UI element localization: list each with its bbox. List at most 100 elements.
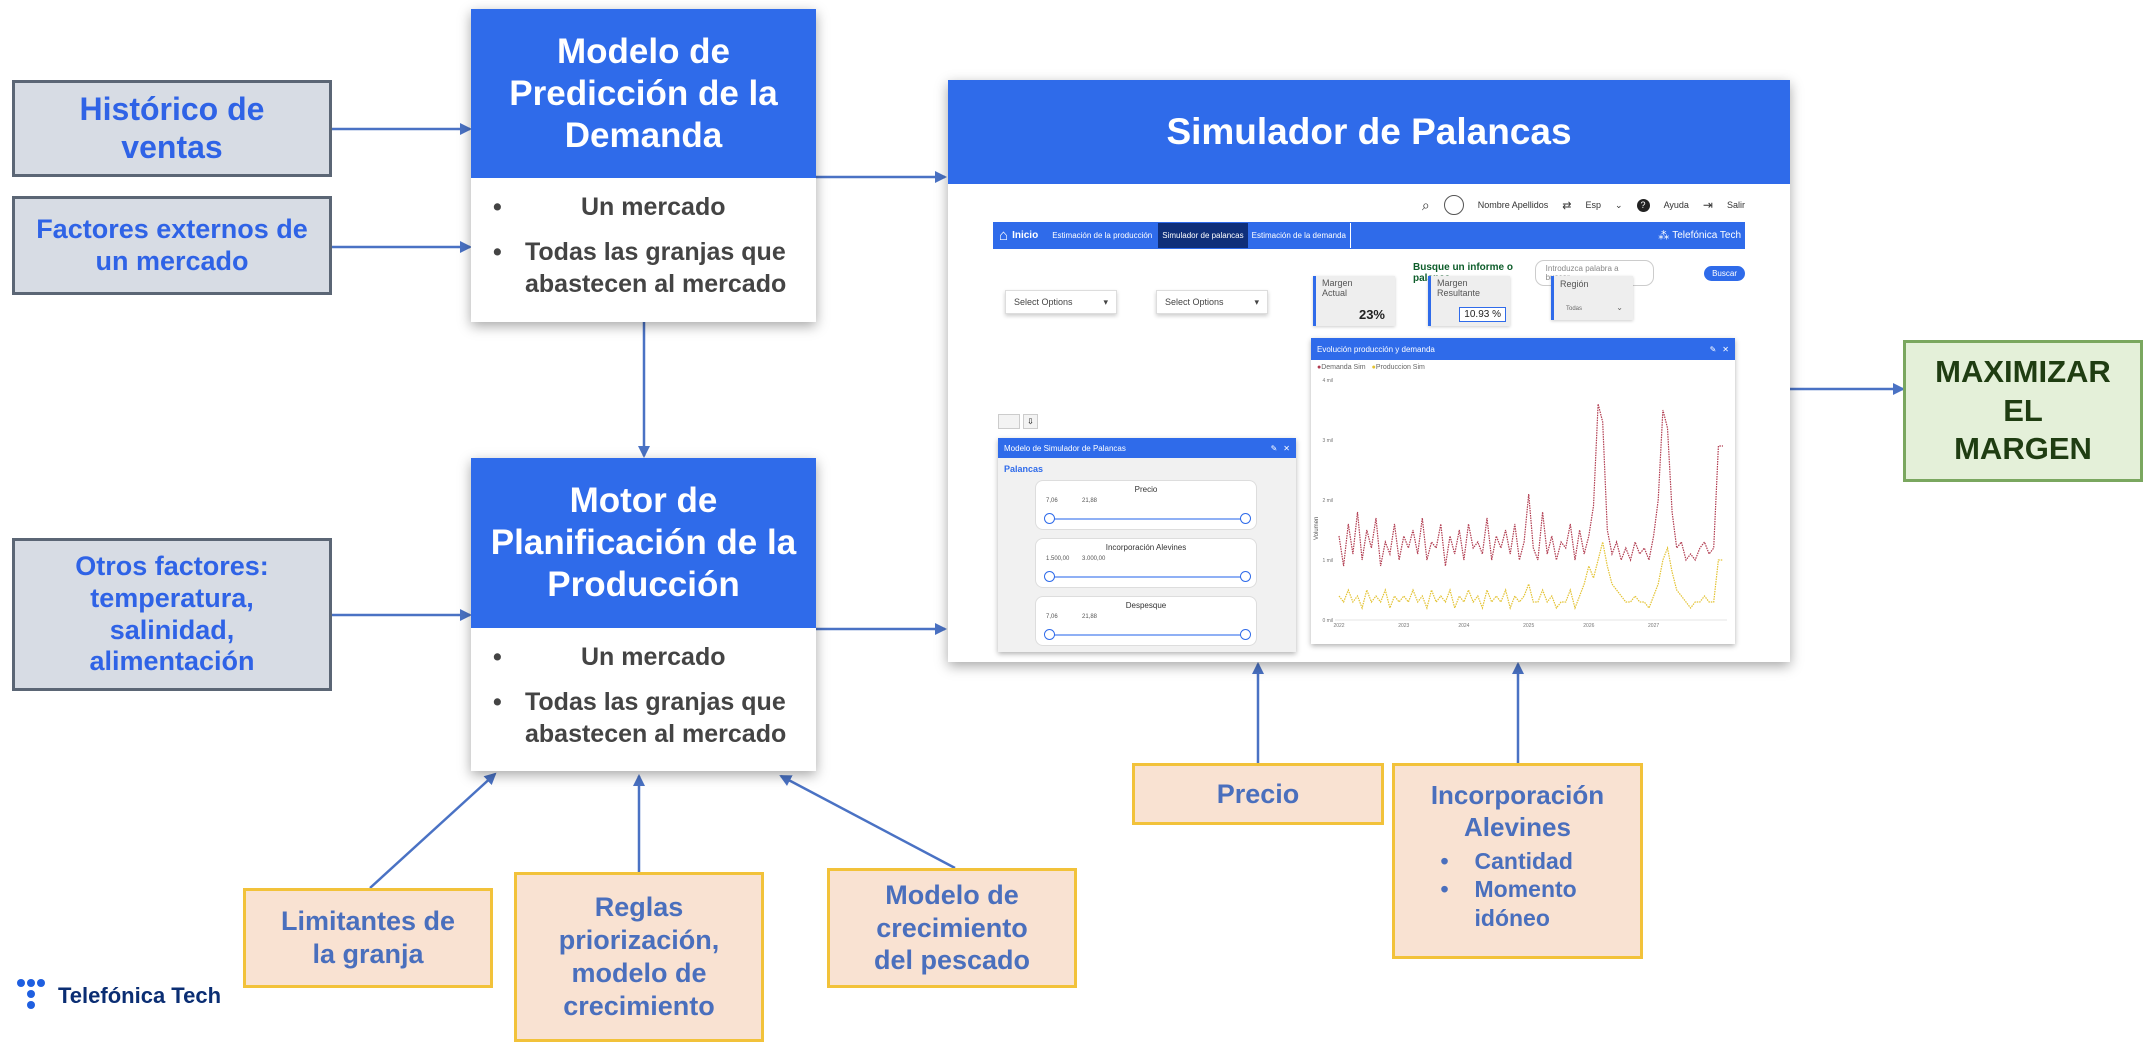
caret-down-icon[interactable]: ▾ [1254, 296, 1259, 307]
input-reglas-priorizacion: Reglas priorización, modelo de crecimien… [514, 872, 764, 1042]
slider-min: 1.500,00 [1046, 556, 1070, 562]
engine-bullet: Todas las granjas que abastecen al merca… [471, 687, 816, 750]
avatar[interactable] [1443, 195, 1464, 215]
demand-bullet: Todas las granjas que abastecen al merca… [471, 237, 816, 300]
slider-handle-max[interactable] [1240, 513, 1251, 524]
help-icon[interactable]: ? [1636, 198, 1650, 212]
search-button[interactable]: Buscar [1704, 265, 1745, 281]
nav-simulador-palancas[interactable]: Simulador de palancas [1158, 223, 1248, 248]
production-engine-title: Motor de Planificación de la Producción [471, 458, 816, 628]
nav-estimacion-demanda[interactable]: Estimación de la demanda [1248, 223, 1351, 248]
y-tick-label: 0 mil [1322, 618, 1333, 624]
slider-handle-max[interactable] [1240, 629, 1251, 640]
home-icon[interactable]: ⌂ [999, 227, 1009, 244]
input-historico-ventas: Histórico de ventas [12, 80, 332, 177]
kpi-region[interactable]: Región Todas ⌄ [1551, 276, 1633, 320]
precio-label: Precio [1216, 778, 1300, 809]
x-tick-label: 2023 [1398, 623, 1409, 629]
series-line-produccion-sim [1338, 541, 1723, 610]
slider-handle-min[interactable] [1044, 629, 1055, 640]
x-tick-label: 2024 [1458, 623, 1469, 629]
production-engine-card: Motor de Planificación de la Producción … [471, 458, 816, 771]
edit-icon[interactable]: ✎ [1709, 344, 1717, 354]
x-tick-label: 2026 [1583, 623, 1594, 629]
region-select[interactable]: Todas [1566, 306, 1583, 312]
chart-panel-header: Evolución producción y demanda ✎ ✕ [1311, 338, 1735, 360]
demand-model-bullets: Un mercado Todas las granjas que abastec… [471, 178, 816, 300]
input-factores-externos: Factores externos de un mercado [12, 196, 332, 295]
incorporacion-item: Momento idóneo [1474, 876, 1577, 931]
close-icon[interactable]: ✕ [1283, 443, 1290, 453]
select-options-1[interactable]: Select Options▾ [1005, 290, 1117, 314]
demand-model-title: Modelo de Predicción de la Demanda [471, 9, 816, 178]
arrow-modelo-to-engine [779, 774, 956, 870]
chevron-down-icon[interactable]: ⌄ [1615, 199, 1623, 210]
chart-legend: ●Demanda Sim ●Produccion Sim [1311, 360, 1735, 371]
search-icon[interactable]: ⌕ [1421, 196, 1430, 213]
y-axis-label: Volumen [1314, 517, 1320, 540]
legend-item: ●Produccion Sim [1371, 364, 1425, 371]
slider-max: 21,88 [1082, 614, 1098, 620]
telefonica-t-icon [17, 979, 45, 1009]
simulator-panel: Simulador de Palancas ⌕ Nombre Apellidos… [948, 80, 1790, 662]
slider-precio: Precio 7,06 21,88 [1035, 480, 1257, 530]
help-link[interactable]: Ayuda [1663, 200, 1689, 210]
slider-max: 21,88 [1082, 498, 1098, 504]
nav-home[interactable]: Inicio [1012, 230, 1039, 241]
chart-panel: Evolución producción y demanda ✎ ✕ ●Dema… [1311, 338, 1735, 644]
slider-handle-min[interactable] [1044, 513, 1055, 524]
kpi-value: 23% [1358, 307, 1385, 322]
slider-track[interactable] [1050, 576, 1246, 578]
kpi-margen-resultante: Margen Resultante 10.93 % [1428, 276, 1510, 326]
telefonica-logo: Telefónica Tech [16, 978, 221, 1014]
kpi-value: 10.93 % [1459, 307, 1506, 322]
kpi-margen-actual: Margen Actual 23% [1313, 276, 1395, 326]
demand-model-card: Modelo de Predicción de la Demanda Un me… [471, 9, 816, 322]
lever-panel-section: Palancas [1004, 464, 1044, 474]
demand-bullet: Un mercado [471, 192, 816, 224]
caret-down-icon[interactable]: ▾ [1103, 296, 1108, 307]
top-bar: ⌕ Nombre Apellidos ⇄ Esp ⌄ ? Ayuda ⇥ Sal… [993, 192, 1745, 218]
kpi-label: Margen Resultante [1437, 278, 1481, 298]
simulator-screenshot: ⌕ Nombre Apellidos ⇄ Esp ⌄ ? Ayuda ⇥ Sal… [993, 192, 1745, 652]
output-maximizar-margen: MAXIMIZAR EL MARGEN [1903, 340, 2143, 482]
lever-incorporacion-alevines: Incorporación Alevines •Cantidad •Moment… [1392, 763, 1643, 959]
close-icon[interactable]: ✕ [1722, 344, 1729, 354]
input-historico-label: Histórico de ventas [79, 90, 265, 165]
lever-panel: Modelo de Simulador de Palancas ✎ ✕ Pala… [998, 438, 1296, 652]
legend-label: Demanda Sim [1321, 364, 1366, 371]
slider-track[interactable] [1050, 634, 1246, 636]
exit-link[interactable]: Salir [1726, 200, 1745, 210]
y-tick-label: 4 mil [1322, 378, 1333, 384]
simulator-title: Simulador de Palancas [948, 80, 1790, 184]
y-tick-label: 3 mil [1322, 438, 1333, 444]
slider-handle-max[interactable] [1240, 571, 1251, 582]
slider-max: 3.000,00 [1082, 556, 1106, 562]
exit-icon[interactable]: ⇥ [1702, 198, 1713, 212]
input-otros-factores: Otros factores: temperatura, salinidad, … [12, 538, 332, 691]
select-options-2[interactable]: Select Options▾ [1156, 290, 1268, 314]
nav-estimacion-produccion[interactable]: Estimación de la producción [1052, 231, 1153, 240]
download-icon[interactable]: ⇩ [1023, 414, 1038, 429]
chart-panel-title: Evolución producción y demanda [1317, 344, 1435, 354]
chevron-down-icon[interactable]: ⌄ [1616, 303, 1623, 312]
engine-bullet: Un mercado [471, 642, 816, 674]
y-tick-label: 2 mil [1322, 498, 1333, 504]
user-name[interactable]: Nombre Apellidos [1477, 200, 1549, 210]
input-factores-label: Factores externos de un mercado [36, 213, 308, 276]
nav-bar: ⌂ Inicio Estimación de la producción Sim… [993, 222, 1745, 249]
edit-icon[interactable]: ✎ [1270, 443, 1278, 453]
input-otros-label: Otros factores: temperatura, salinidad, … [75, 550, 269, 677]
slider-despesque: Despesque 7,06 21,88 [1035, 596, 1257, 646]
slider-title: Despesque [1125, 601, 1167, 610]
series-line-demanda-sim [1338, 403, 1723, 567]
y-tick-label: 1 mil [1322, 558, 1333, 564]
slider-handle-min[interactable] [1044, 571, 1055, 582]
input-limitantes-granja: Limitantes de la granja [243, 888, 493, 988]
reset-button[interactable] [998, 414, 1020, 429]
input-modelo-crecimiento: Modelo de crecimiento del pescado [827, 868, 1077, 988]
translate-icon[interactable]: ⇄ [1562, 199, 1572, 212]
slider-track[interactable] [1050, 518, 1246, 520]
lang-select[interactable]: Esp [1585, 200, 1602, 210]
